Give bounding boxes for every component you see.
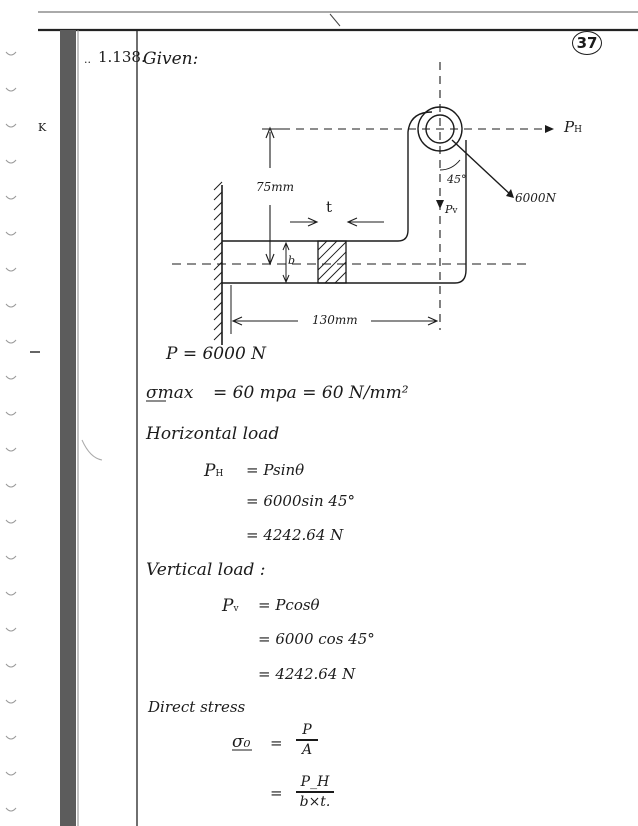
dim-75mm-label: 75mm xyxy=(256,180,295,194)
pv-equation-3: = 4242.64 N xyxy=(258,665,356,683)
dim-t-left-arrow xyxy=(307,217,319,227)
binder-margin-band xyxy=(60,30,76,826)
pencil-mark xyxy=(81,439,103,461)
dim-75-lower-arrow xyxy=(265,253,275,266)
pv-arrowhead xyxy=(436,200,444,209)
bracket-bottom-edge xyxy=(222,140,467,284)
ph-equation-3: = 4242.64 N xyxy=(246,526,344,544)
direct-stress-heading: Direct stress xyxy=(148,698,246,716)
top-tick-mark xyxy=(329,13,341,27)
bracket-top-edge xyxy=(222,111,433,242)
given-heading: Given: xyxy=(143,49,199,69)
section-hatch xyxy=(317,240,347,284)
dim-b-top-arrow xyxy=(282,241,290,251)
ph-equation-2: = 6000sin 45° xyxy=(246,492,356,510)
dim-b-bottom-arrow xyxy=(282,274,290,284)
fraction-numerator-p: P xyxy=(302,722,312,738)
sigma0-equals: = xyxy=(270,734,283,752)
dim-t-right-arrow xyxy=(346,217,358,227)
dim-b-label: b xyxy=(288,254,296,267)
dim-130-left-arrow xyxy=(231,316,243,326)
fraction-numerator-ph: P_H xyxy=(300,774,330,790)
page-number-badge: 37 xyxy=(572,31,602,55)
dim-130mm-label: 130mm xyxy=(312,313,358,327)
margin-k-mark: K xyxy=(38,121,47,134)
pv-equation-2: = 6000 cos 45° xyxy=(258,630,375,648)
pv-label: Pv xyxy=(445,203,458,216)
ring-holes xyxy=(5,51,17,812)
ph-arrowhead xyxy=(545,125,554,133)
second-equals: = xyxy=(270,784,283,802)
fraction-ph-over-bt: P_H b×t. xyxy=(296,774,334,810)
pv-equation-1: = Pcosθ xyxy=(258,596,320,614)
fraction-denominator-a: A xyxy=(301,741,313,758)
force-line xyxy=(451,139,513,197)
pv-symbol: Pv xyxy=(222,596,239,616)
fraction-p-over-a: P A xyxy=(296,722,318,758)
ph-label: PH xyxy=(564,118,582,136)
bracket-diagram xyxy=(172,62,554,345)
force-6000n-label: 6000N xyxy=(515,191,557,205)
margin-dots: .. xyxy=(84,53,91,66)
sigma-max-symbol: σmax xyxy=(146,383,194,403)
wall-hatching xyxy=(213,181,223,341)
dim-130-right-arrow xyxy=(427,316,439,326)
sigma-max-value: = 60 mpa = 60 N/mm² xyxy=(213,383,409,403)
dim-t-label: t xyxy=(326,198,333,216)
sigma0-symbol: σ₀ xyxy=(232,732,251,752)
ph-equation-1: = Psinθ xyxy=(246,461,305,479)
vertical-load-heading: Vertical load : xyxy=(146,560,266,580)
fraction-bar-2 xyxy=(296,791,334,793)
horizontal-load-heading: Horizontal load xyxy=(146,424,280,444)
angle-45-label: 45° xyxy=(447,173,467,186)
given-load-line: P = 6000 N xyxy=(166,344,267,364)
ph-symbol: PH xyxy=(204,461,224,481)
fraction-bar-1 xyxy=(296,739,318,741)
problem-number: 1.138. xyxy=(98,48,146,66)
force-arrowhead xyxy=(506,189,514,198)
fraction-denominator-bt: b×t. xyxy=(299,793,331,810)
angle-arc xyxy=(439,159,461,171)
dim-75-upper-arrow xyxy=(265,126,275,139)
